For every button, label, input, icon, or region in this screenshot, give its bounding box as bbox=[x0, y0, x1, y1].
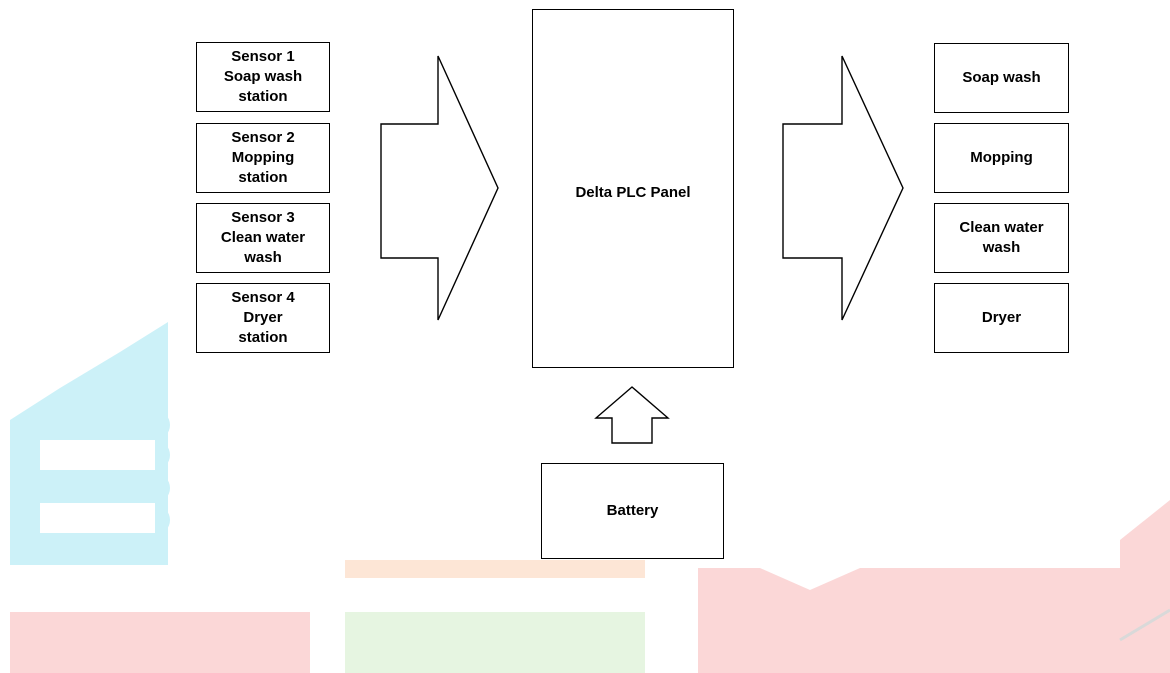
output-mopping-box: Mopping bbox=[934, 123, 1069, 193]
battery-box: Battery bbox=[541, 463, 724, 559]
plc-to-output-arrow bbox=[782, 55, 904, 321]
output-dryer-box: Dryer bbox=[934, 283, 1069, 353]
input-to-plc-arrow bbox=[380, 55, 499, 321]
sensor-4-box: Sensor 4 Dryer station bbox=[196, 283, 330, 353]
plc-panel-box: Delta PLC Panel bbox=[532, 9, 734, 368]
sensor-3-box: Sensor 3 Clean water wash bbox=[196, 203, 330, 273]
battery-to-plc-arrow bbox=[594, 386, 670, 444]
output-soap-wash-box: Soap wash bbox=[934, 43, 1069, 113]
sensor-2-box: Sensor 2 Mopping station bbox=[196, 123, 330, 193]
output-clean-water-wash-box: Clean water wash bbox=[934, 203, 1069, 273]
sensor-1-box: Sensor 1 Soap wash station bbox=[196, 42, 330, 112]
